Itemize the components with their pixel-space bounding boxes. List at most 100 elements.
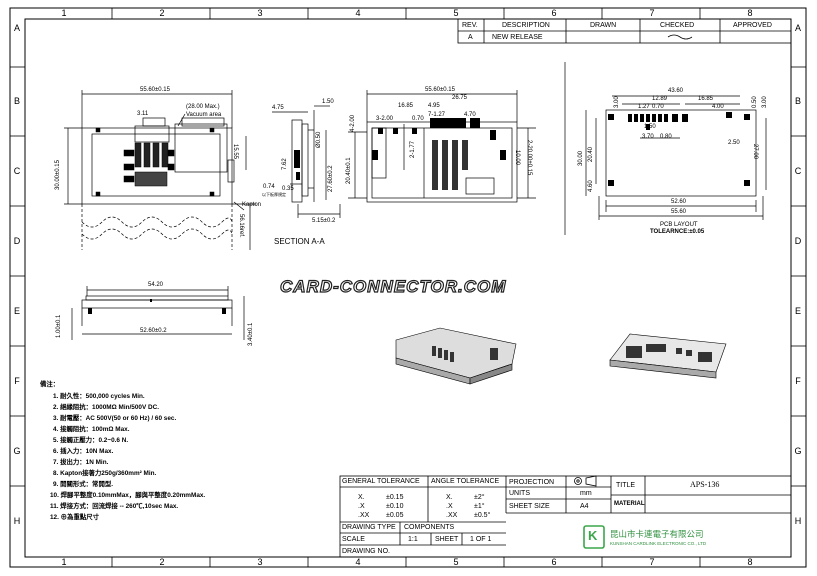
note-item: 1. 耐久性：500,000 cycles Min. — [53, 393, 145, 400]
rev-header-drawn: DRAWN — [590, 22, 617, 29]
drawing-type-value: COMPONENTS — [404, 524, 455, 531]
zone-col-8-bottom: 8 — [747, 557, 753, 567]
rev-header-description: DESCRIPTION — [502, 22, 550, 29]
angle-tolerance-label: ANGLE TOLERANCE — [431, 478, 500, 485]
front-dim-2760: 27.60±0.2 — [328, 165, 334, 192]
note-item: 10. 焊腳平整度0.10mmMax，腳與平整度0.20mmMax. — [50, 492, 206, 499]
units-label: UNITS — [509, 490, 530, 497]
front-dim-2000: 2-20.00±0.15 — [526, 140, 532, 176]
notes-title: 備注： — [40, 381, 60, 388]
at-row-value: ±0.5° — [474, 512, 491, 519]
gt-row-label: .X — [358, 503, 365, 510]
pcb-tolerance: TOLEARNCE:±0.05 — [650, 229, 705, 235]
at-row-label: .X — [446, 503, 453, 510]
drawing-no-label: DRAWING NO. — [342, 548, 390, 555]
note-item: 8. Kapton接著力250g/360mm² Min. — [53, 470, 157, 477]
top-dim-width: 55.60±0.15 — [140, 87, 170, 93]
at-row-value: ±2° — [474, 494, 485, 501]
zone-col-8: 8 — [747, 8, 753, 18]
top-dim-height: 30.00±0.15 — [55, 160, 61, 190]
pcb-dim-080: 0.80 — [660, 134, 672, 140]
sheet-size-label: SHEET SIZE — [509, 503, 550, 510]
gt-row-label: .XX — [358, 512, 370, 519]
zone-row-c-right: C — [794, 166, 802, 176]
top-dim-311: 3.11 — [137, 111, 149, 117]
pcb-dim-1685: 16.85 — [698, 96, 714, 102]
company-name-cn: 昆山市卡連電子有限公司 — [610, 529, 704, 539]
title-value: APS-136 — [690, 480, 720, 489]
pcb-label: PCB LAYOUT — [660, 222, 698, 228]
side-dim-inner: 52.60±0.2 — [140, 328, 167, 334]
side-dim-right: 3.40±0.1 — [248, 322, 254, 346]
pcb-dim-3000: 30.00 — [578, 150, 584, 166]
drawing-type-label: DRAWING TYPE — [342, 524, 396, 531]
top-label-kapton: Kapton — [242, 202, 262, 208]
general-tolerance-label: GENERAL TOLERANCE — [342, 478, 420, 485]
pcb-dim-1289: 12.89 — [652, 96, 668, 102]
note-item: 12. ⊕為重點尺寸 — [50, 514, 100, 521]
pcb-dim-5560: 55.60 — [671, 209, 687, 215]
pcb-dim-070: 0.70 — [652, 104, 664, 110]
section-dim-035: 0.35 — [282, 186, 294, 192]
pcb-dim-5260: 52.60 — [671, 199, 687, 205]
front-dim-070: 0.70 — [412, 116, 424, 122]
at-row-label: .XX — [446, 512, 458, 519]
front-dim-1000: 10.00 — [514, 150, 520, 166]
top-note-max: (28.00 Max.) — [186, 104, 220, 110]
sheet-value: 1 OF 1 — [470, 536, 492, 543]
top-note-vacuum: Vacuum area — [186, 112, 222, 118]
pcb-dim-150: 1.50 — [644, 124, 656, 130]
top-dim-1555: 15.55 — [232, 144, 238, 160]
units-value: mm — [580, 490, 592, 497]
zone-row-f-right: F — [795, 376, 801, 386]
zone-col-3-bottom: 3 — [257, 557, 263, 567]
gt-row-label: X. — [358, 494, 365, 501]
zone-row-g: G — [13, 446, 21, 456]
front-dim-width: 55.60±0.15 — [425, 87, 455, 93]
zone-col-1-bottom: 1 — [61, 557, 67, 567]
zone-row-f: F — [14, 376, 20, 386]
side-dim-width: 54.20 — [148, 282, 164, 288]
front-dim-400: 4-2.00 — [350, 114, 356, 132]
zone-col-7-bottom: 7 — [649, 557, 655, 567]
note-item: 6. 插入力：10N Max. — [53, 448, 114, 455]
note-item: 4. 接觸阻抗：100mΩ Max. — [53, 426, 130, 433]
projection-label: PROJECTION — [509, 479, 555, 486]
zone-col-5: 5 — [453, 8, 459, 18]
zone-row-c: C — [13, 166, 21, 176]
section-dim-150: 1.50 — [322, 99, 334, 105]
pcb-dim-400: 4.00 — [712, 104, 724, 110]
sheet-size-value: A4 — [580, 503, 589, 510]
company-logo: K — [588, 528, 598, 543]
note-item: 2. 絕緣阻抗：1000MΩ Min/500V DC. — [53, 404, 159, 411]
pcb-dim-4360: 43.60 — [668, 88, 684, 94]
zone-col-4: 4 — [355, 8, 361, 18]
sheet-label: SHEET — [435, 536, 459, 543]
zone-col-2-bottom: 2 — [159, 557, 165, 567]
front-dim-2675: 26.75 — [452, 95, 468, 101]
section-dim-762: 7.62 — [282, 158, 288, 170]
front-dim-3-200: 3-2.00 — [376, 116, 394, 122]
rev-header-rev: REV. — [462, 22, 478, 29]
zone-col-4-bottom: 4 — [355, 557, 361, 567]
at-row-value: ±1° — [474, 503, 485, 510]
note-item: 5. 接觸正壓力：0.2~0.6 N. — [53, 437, 129, 444]
zone-row-e-right: E — [794, 306, 801, 316]
zone-col-5-bottom: 5 — [453, 557, 459, 567]
section-small-note: 以下板厚規定 — [262, 192, 286, 197]
pcb-dim-460: 4.60 — [588, 180, 594, 192]
section-label: SECTION A-A — [274, 237, 325, 246]
zone-row-h-right: H — [794, 516, 802, 526]
front-dim-1685: 16.85 — [398, 103, 414, 109]
zone-col-6: 6 — [551, 8, 557, 18]
zone-row-d: D — [13, 236, 21, 246]
zone-col-3: 3 — [257, 8, 263, 18]
pcb-dim-2700: 27.00 — [752, 144, 758, 160]
pcb-dim-050: 0.50 — [752, 96, 758, 108]
pcb-dim-300-right: 3.00 — [762, 96, 768, 108]
note-item: 3. 耐電壓：AC 500V(50 or 60 Hz) / 60 sec. — [53, 415, 177, 422]
front-dim-2040: 20.40±0.1 — [346, 157, 352, 184]
zone-col-6-bottom: 6 — [551, 557, 557, 567]
section-dim-475: 4.75 — [272, 105, 284, 111]
